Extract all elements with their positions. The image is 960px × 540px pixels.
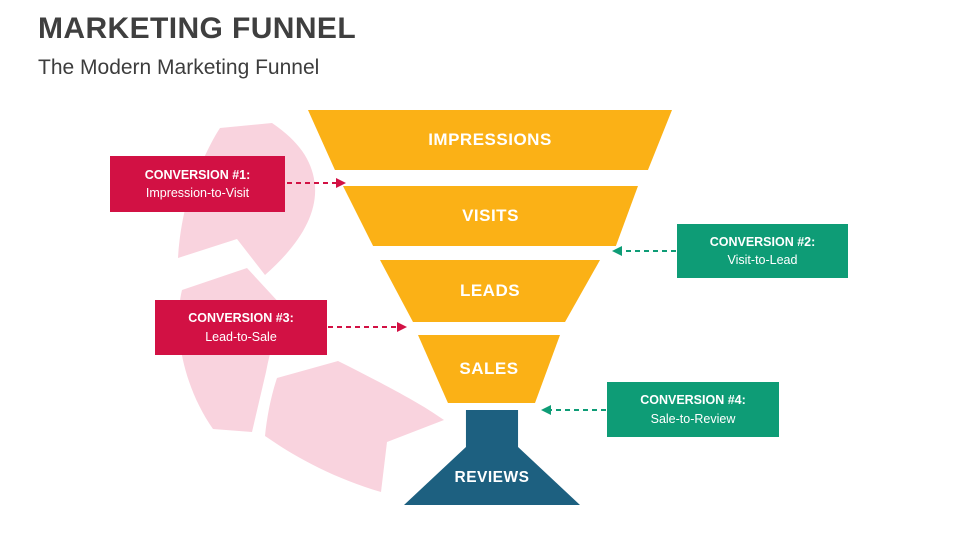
arrow-head-left-icon: [541, 405, 551, 415]
callout-4-subtitle: Sale-to-Review: [650, 411, 736, 426]
funnel-stage-leads: LEADS: [380, 260, 600, 322]
stage-label-leads: LEADS: [459, 281, 521, 300]
arrow-conversion-1: [287, 178, 346, 188]
callout-4-title: CONVERSION #4:: [640, 393, 746, 408]
callout-1-title: CONVERSION #1:: [144, 167, 251, 182]
callout-2-title: CONVERSION #2:: [709, 234, 816, 249]
callout-3-subtitle: Lead-to-Sale: [205, 329, 277, 344]
funnel-stage-reviews: REVIEWS: [404, 410, 580, 505]
funnel-stage-sales: SALES: [418, 335, 560, 403]
arrow-conversion-2: [612, 246, 676, 256]
funnel-stage-visits: VISITS: [343, 186, 638, 246]
slide-title: MARKETING FUNNEL: [38, 12, 357, 45]
arrow-head-right-icon: [397, 322, 407, 332]
arrow-conversion-3: [328, 322, 407, 332]
slide-subtitle: The Modern Marketing Funnel: [38, 56, 320, 79]
callout-conversion-2: CONVERSION #2: Visit-to-Lead: [677, 224, 848, 278]
callout-conversion-1: CONVERSION #1: Impression-to-Visit: [110, 156, 285, 212]
stage-label-visits: VISITS: [462, 206, 519, 225]
arrow-conversion-4: [541, 405, 606, 415]
arrow-head-left-icon: [612, 246, 622, 256]
callout-2-subtitle: Visit-to-Lead: [727, 253, 798, 267]
cycle-arrow-segment-3: [265, 361, 444, 492]
callout-conversion-4: CONVERSION #4: Sale-to-Review: [607, 382, 779, 437]
stage-label-impressions: IMPRESSIONS: [428, 130, 552, 149]
funnel-stage-impressions: IMPRESSIONS: [308, 110, 672, 170]
callout-1-subtitle: Impression-to-Visit: [145, 186, 250, 200]
callout-3-title: CONVERSION #3:: [188, 311, 294, 326]
stage-label-reviews: REVIEWS: [454, 469, 530, 486]
callout-conversion-3: CONVERSION #3: Lead-to-Sale: [155, 300, 327, 355]
stage-label-sales: SALES: [459, 359, 519, 378]
